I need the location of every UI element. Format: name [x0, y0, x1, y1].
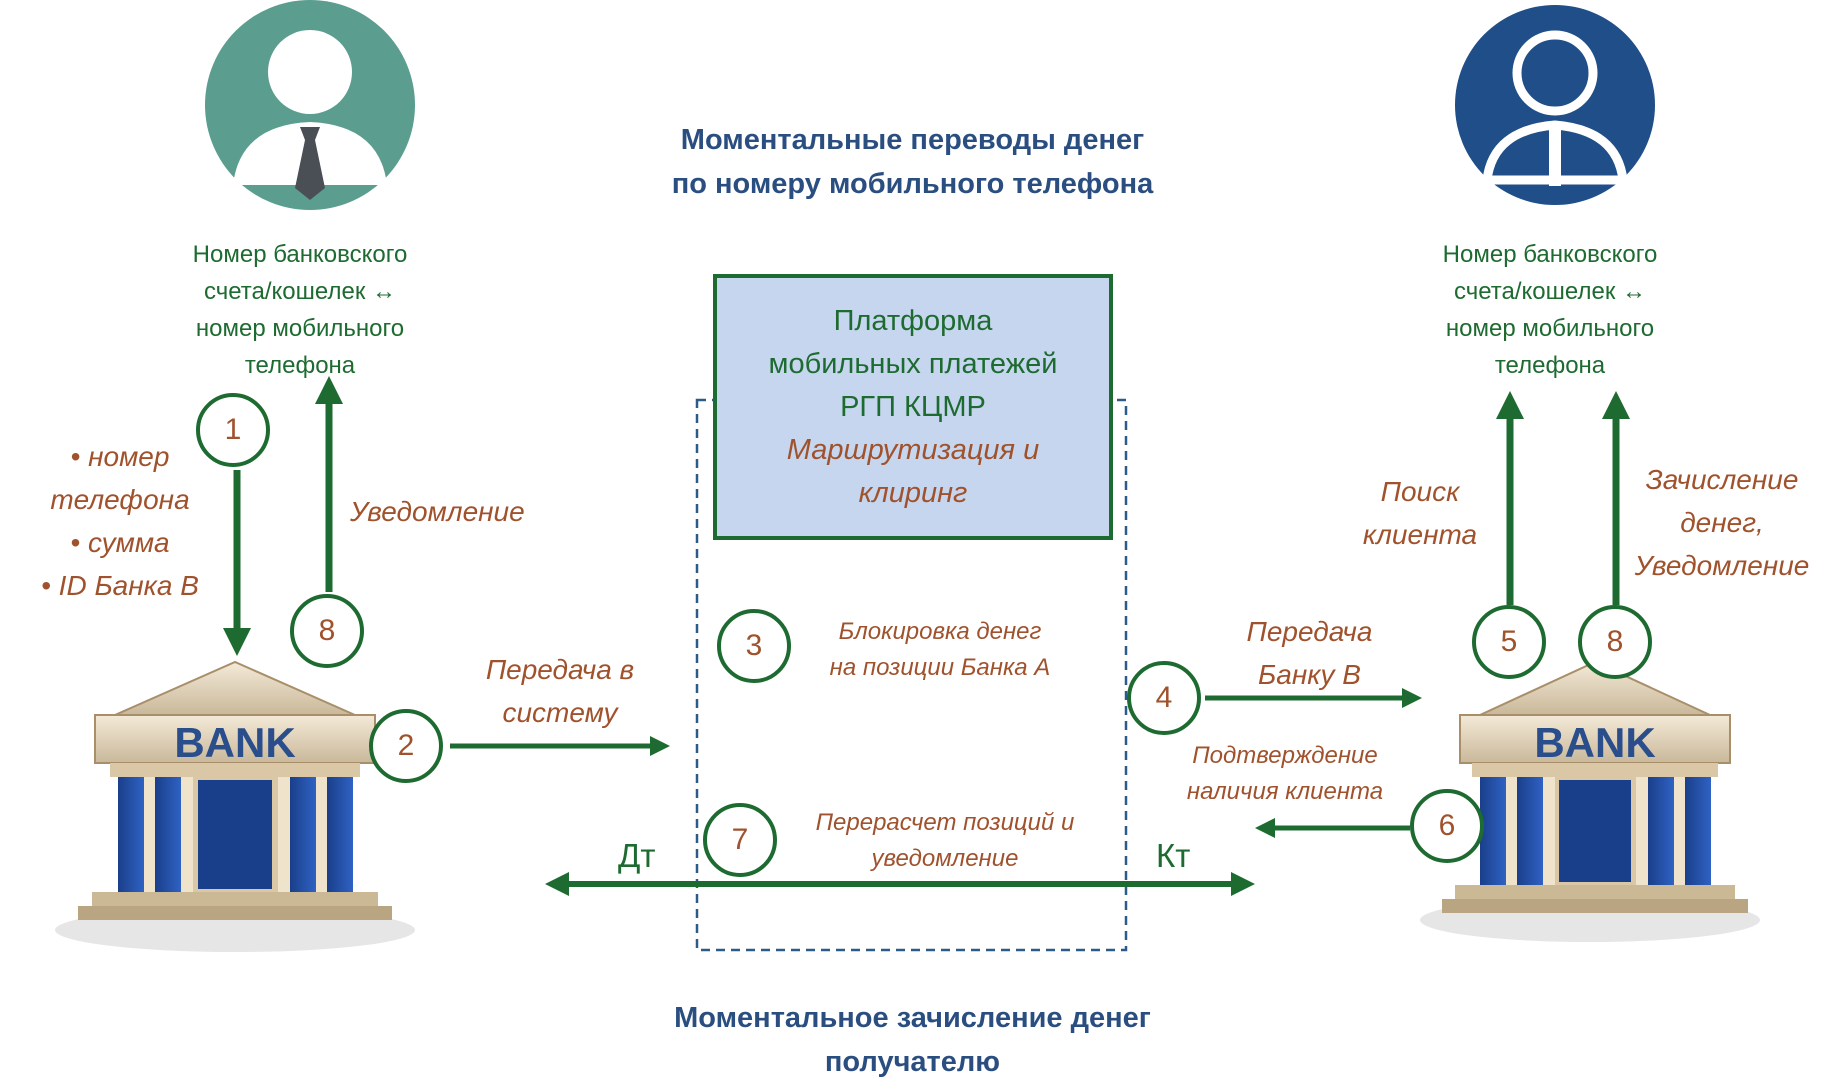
receiver-account-mapping: Номер банковского счета/кошелек ↔ номер … [1390, 236, 1710, 384]
sender-bank-label: BANK [174, 719, 295, 766]
param-phone-cont: телефона [50, 484, 190, 515]
confirm-client-label: Подтверждение наличия клиента [1155, 738, 1415, 810]
sender-account-line: Номер банковского [192, 241, 408, 268]
sender-account-line: номер мобильного [195, 315, 405, 342]
transfer-to-system-label: Передача в систему [450, 648, 670, 734]
header-title-line1: Моментальные переводы денег [680, 124, 1145, 156]
notification-label: Уведомление [350, 496, 525, 527]
search-client-line: клиента [1362, 519, 1478, 550]
platform-box: Платформа мобильных платежей РГП КЦМР Ма… [713, 274, 1113, 540]
step-1-badge: 1 [196, 393, 270, 467]
step-2-badge: 2 [369, 709, 443, 783]
receiver-account-line: телефона [1494, 352, 1606, 379]
credit-notification-label: Зачисление денег, Уведомление [1612, 458, 1832, 587]
sender-account-mapping: Номер банковского счета/кошелек ↔ номер … [140, 236, 460, 384]
transfer-to-system-line: Передача в [485, 654, 635, 685]
credit-notification-line: Зачисление [1645, 464, 1799, 495]
platform-routing-line: клиринг [858, 477, 968, 509]
search-client-line: Поиск [1380, 476, 1460, 507]
step-6-badge: 6 [1410, 789, 1484, 863]
step-3-badge: 3 [717, 609, 791, 683]
confirm-client-line: наличия клиента [1186, 778, 1384, 805]
footer-title-line1: Моментальное зачисление денег [674, 1002, 1151, 1034]
block-money-line: на позиции Банка А [829, 654, 1051, 681]
param-phone: • номер [70, 441, 170, 472]
step-7-badge: 7 [703, 803, 777, 877]
block-money-label: Блокировка денег на позиции Банка А [790, 614, 1090, 686]
sender-avatar-icon [205, 0, 415, 210]
param-bank-id: • ID Банка В [41, 570, 199, 601]
platform-line: мобильных платежей [768, 348, 1058, 380]
credit-label: Кт [1156, 837, 1191, 874]
credit-notification-line: Уведомление [1634, 550, 1810, 581]
receiver-bank-icon [1420, 660, 1760, 942]
step-8-badge-left: 8 [290, 594, 364, 668]
receiver-bank-label: BANK [1534, 719, 1655, 766]
footer-title: Моментальное зачисление денег получателю [590, 996, 1235, 1084]
debit-label: Дт [618, 837, 656, 874]
recalc-line: Перерасчет позиций и [815, 809, 1075, 836]
receiver-account-line: счета/кошелек ↔ [1454, 278, 1646, 305]
platform-routing-line: Маршрутизация и [786, 434, 1040, 466]
step-8-badge-right: 8 [1578, 605, 1652, 679]
sender-account-line: телефона [244, 352, 356, 379]
transfer-to-bank-b-label: Передача Банку В [1212, 610, 1407, 696]
confirm-client-line: Подтверждение [1192, 742, 1378, 769]
step-4-badge: 4 [1127, 661, 1201, 735]
footer-title-line2: получателю [824, 1046, 1001, 1078]
transfer-to-system-line: систему [502, 697, 618, 728]
recalc-label: Перерасчет позиций и уведомление [785, 805, 1105, 877]
header-title: Моментальные переводы денег по номеру мо… [590, 118, 1235, 206]
platform-line: РГП КЦМР [840, 391, 986, 423]
transfer-to-bank-b-line: Передача [1246, 616, 1373, 647]
receiver-account-line: Номер банковского [1442, 241, 1658, 268]
header-title-line2: по номеру мобильного телефона [671, 168, 1154, 200]
recalc-line: уведомление [871, 845, 1019, 872]
param-amount: • сумма [70, 527, 170, 558]
platform-line: Платформа [833, 305, 993, 337]
receiver-account-line: номер мобильного [1445, 315, 1655, 342]
sender-account-line: счета/кошелек ↔ [204, 278, 396, 305]
step-5-badge: 5 [1472, 605, 1546, 679]
search-client-label: Поиск клиента [1340, 470, 1500, 556]
sender-params: • номер телефона • сумма • ID Банка В [10, 435, 230, 607]
credit-notification-line: денег, [1680, 507, 1764, 538]
sender-bank-icon [55, 660, 415, 952]
block-money-line: Блокировка денег [838, 618, 1042, 645]
transfer-to-bank-b-line: Банку В [1258, 659, 1361, 690]
receiver-avatar-icon [1455, 5, 1655, 205]
